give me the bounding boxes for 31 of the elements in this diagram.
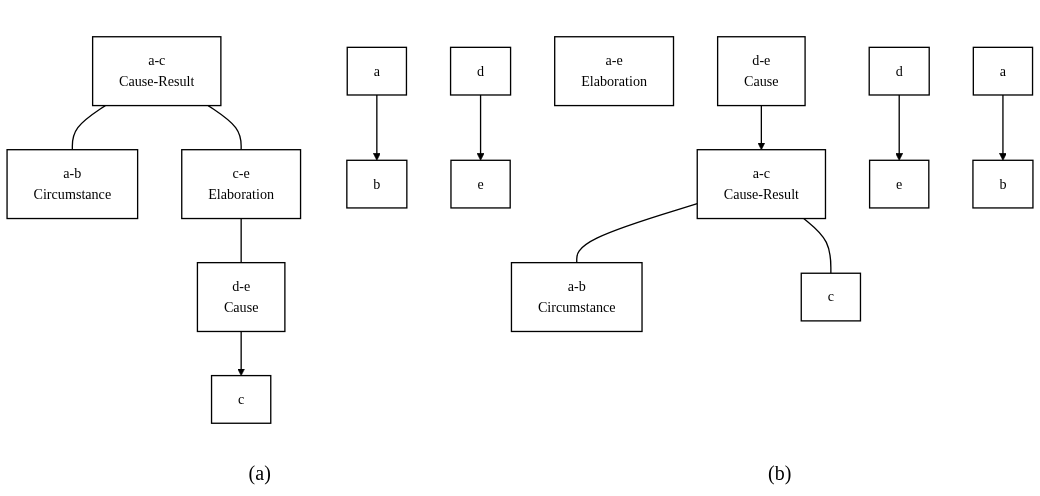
node-box: a (972, 46, 1034, 96)
node-box: a-c Cause-Result (696, 149, 827, 220)
arrow (895, 94, 904, 161)
node-box: b (972, 159, 1034, 209)
node-box: d (449, 46, 512, 96)
node-box: e (450, 159, 511, 209)
arrow (999, 94, 1007, 161)
node-box: a-c Cause-Result (91, 36, 222, 107)
arrow (372, 94, 381, 161)
arrow (237, 330, 246, 376)
panel-label: (b) (768, 462, 792, 485)
node-box: a (346, 46, 408, 96)
connector (71, 104, 106, 151)
node-box: d-e Cause (716, 36, 806, 107)
node-box: a-b Circumstance (6, 149, 139, 220)
connector (803, 217, 832, 274)
arrow (476, 94, 485, 161)
node-box: a-e Elaboration (554, 36, 675, 107)
arrow (757, 104, 766, 151)
node-box: b (346, 159, 408, 209)
node-box: d-e Cause (196, 262, 286, 333)
connector (576, 203, 698, 264)
node-box: e (868, 159, 930, 209)
node-box: a-b Circumstance (510, 262, 643, 333)
node-box: c-e Elaboration (181, 149, 302, 220)
node-box: c (800, 272, 862, 322)
connector (207, 104, 242, 151)
connector (240, 217, 242, 264)
panel-label: (a) (248, 462, 271, 485)
node-box: d (868, 46, 930, 96)
node-box: c (210, 374, 272, 424)
